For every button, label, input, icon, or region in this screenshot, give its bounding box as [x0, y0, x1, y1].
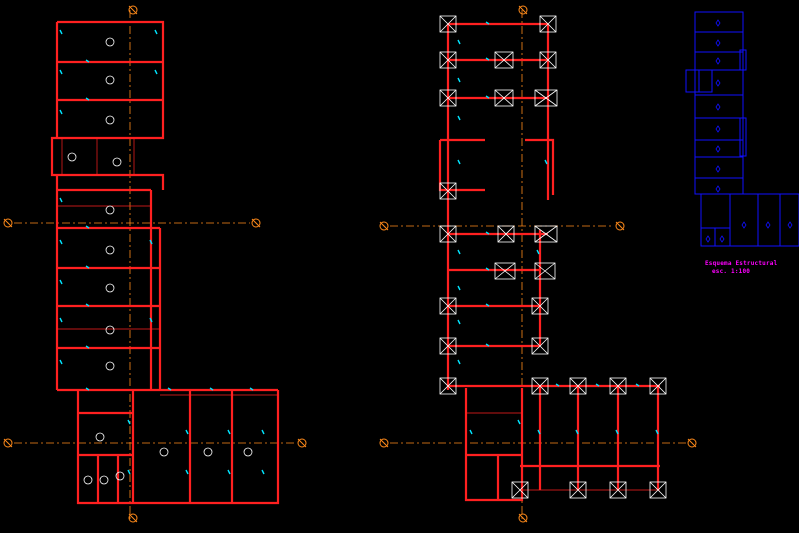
schema-markers: [705, 19, 793, 243]
left-annotations: [59, 29, 265, 475]
right-annotations: [457, 21, 659, 435]
schema-title: Esquema Estructural: [705, 260, 778, 267]
right-axis-bubbles: [379, 5, 697, 523]
right-beams: [438, 22, 660, 502]
left-axis-bubbles: [3, 5, 307, 523]
right-plan: [379, 5, 697, 523]
left-plan: [3, 5, 307, 523]
left-thin: [57, 138, 278, 396]
left-axes: [14, 10, 296, 522]
column-footings: [439, 15, 667, 499]
right-thin: [466, 412, 660, 491]
right-axes: [390, 10, 686, 522]
schema-scale: esc. 1:100: [712, 268, 751, 275]
schema-key-plan: [685, 11, 799, 247]
left-walls: [50, 20, 280, 505]
left-room-symbols: [67, 37, 253, 485]
